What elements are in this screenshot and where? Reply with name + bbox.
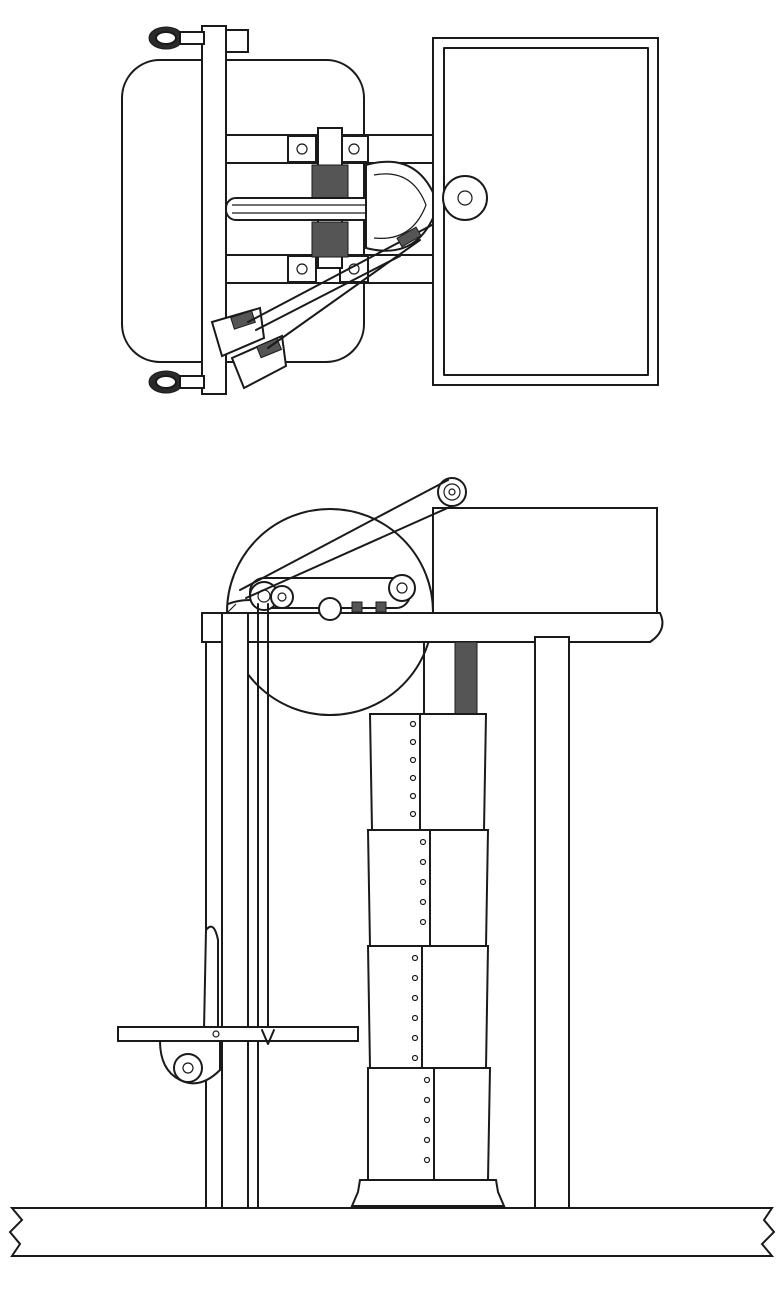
elevation-shelf-pulley xyxy=(173,1053,203,1083)
elevation-ground-beam xyxy=(8,1207,776,1257)
plan-right-frame-inner xyxy=(443,47,649,376)
drum-1 xyxy=(368,713,488,831)
elevation-drum-base xyxy=(350,1179,506,1207)
elevation-view xyxy=(8,477,776,1257)
plan-view xyxy=(121,25,659,395)
elevation-top-platform xyxy=(201,612,664,643)
plan-top-bracket xyxy=(225,29,249,53)
drum-3 xyxy=(366,945,490,1069)
elevation-upper-tank xyxy=(432,507,658,617)
drum-2 xyxy=(366,829,490,947)
plan-bearing-block-1 xyxy=(287,135,317,163)
elevation-vertical-shaft xyxy=(454,641,478,715)
elevation-center-roller xyxy=(318,597,342,621)
drum-4 xyxy=(367,1067,492,1181)
elevation-stacked-drums xyxy=(366,713,492,1181)
elevation-shelf xyxy=(117,1026,359,1042)
plan-bearing-block-2 xyxy=(339,135,369,163)
elevation-counterweight xyxy=(202,925,219,1031)
elevation-right-post xyxy=(534,636,570,1210)
plan-bearing-block-3 xyxy=(287,255,317,283)
elevation-left-post xyxy=(221,612,249,1209)
